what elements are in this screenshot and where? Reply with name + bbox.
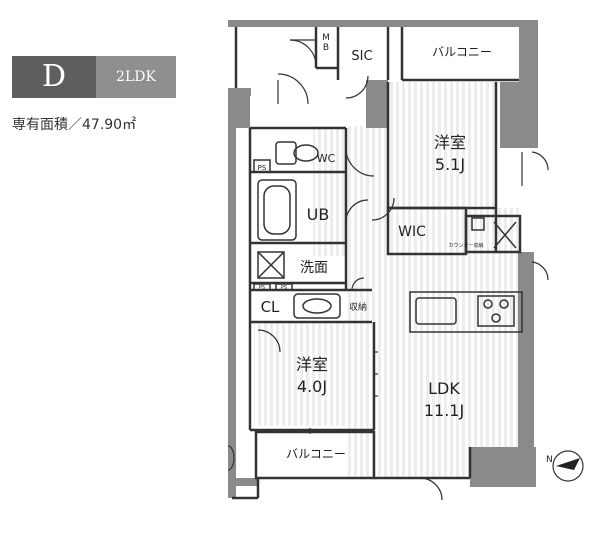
wc-label: WC	[317, 152, 336, 165]
cl-label: CL	[261, 298, 280, 316]
ldk-name: LDK	[428, 379, 460, 398]
counter-storage-label: カウンター収納	[448, 242, 483, 249]
floor-area-label: 専有面積／	[12, 117, 82, 133]
north-compass-icon: N	[546, 450, 584, 482]
storage-label: 収納	[349, 301, 367, 313]
washroom-label: 洗面	[300, 260, 328, 276]
balcony-bottom-label: バルコニー	[286, 447, 346, 461]
unit-type-badge: D 2LDK	[12, 56, 176, 98]
ps-mid2-label: PS	[281, 285, 287, 291]
ldk-size: 11.1J	[424, 401, 464, 420]
partitions	[232, 27, 522, 500]
sic-label: SIC	[351, 49, 372, 64]
bedroom1-size: 5.1J	[435, 155, 465, 174]
ub-label: UB	[307, 205, 330, 224]
bedroom2-size: 4.0J	[297, 377, 327, 396]
bedroom1-name: 洋室	[434, 133, 466, 152]
fixtures	[253, 141, 523, 333]
wic-label: WIC	[398, 224, 426, 240]
bedroom2-name: 洋室	[296, 355, 328, 374]
balcony-top-label: バルコニー	[432, 45, 492, 59]
unit-type-letter: D	[12, 56, 96, 98]
floor-area-value: 47.90㎡	[82, 117, 137, 133]
compass-label: N	[546, 455, 553, 465]
floor-area: 専有面積／47.90㎡	[12, 114, 136, 134]
ps-top-label: PS	[258, 164, 267, 172]
doors	[227, 39, 549, 501]
layout-type-label: 2LDK	[96, 56, 176, 98]
ps-mid-label: PS	[259, 285, 265, 291]
sliding-door	[309, 351, 378, 434]
